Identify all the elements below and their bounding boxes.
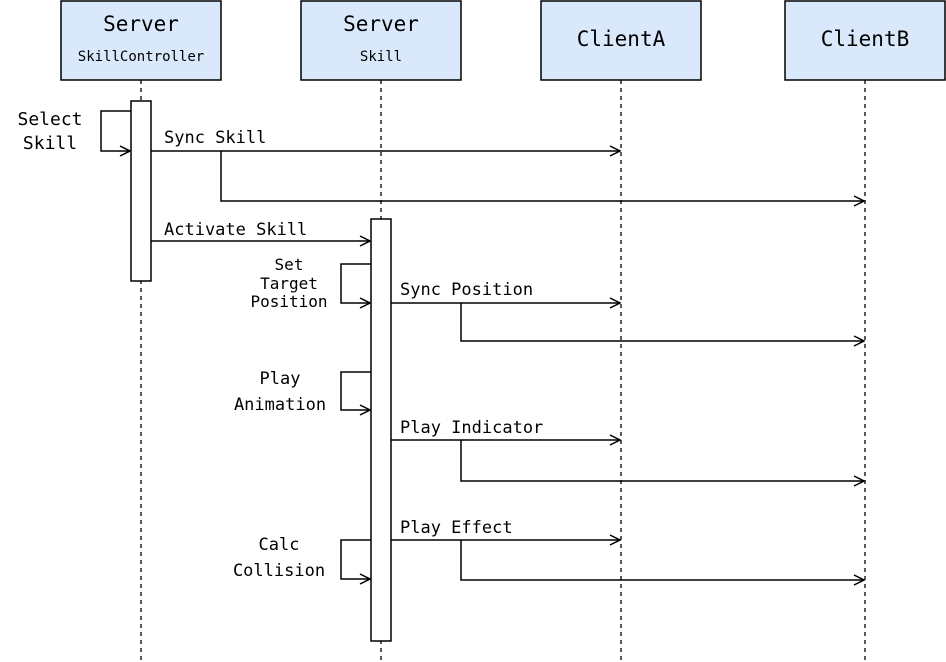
message-label: Play Effect: [400, 518, 513, 538]
message-label: Sync Skill: [164, 128, 266, 148]
self-message-arrow: [340, 539, 371, 579]
participant-title: ClientA: [577, 27, 666, 51]
message-label: Calc: [259, 535, 300, 555]
self-message-arrow: [340, 371, 371, 410]
arrow-to-clientb: [220, 151, 864, 201]
participant-clientb: ClientB: [784, 0, 946, 81]
participant-box: [540, 0, 702, 81]
message-label: Animation: [234, 395, 326, 415]
message-label: Position: [250, 292, 327, 311]
message-play-indicator: Play Indicator: [391, 418, 864, 481]
participant-box: [784, 0, 946, 81]
message-play-animation: Play Animation: [234, 369, 371, 415]
message-sync-position: Sync Position: [391, 280, 864, 341]
message-label: Select: [17, 109, 82, 130]
arrow-to-clientb: [460, 540, 864, 580]
message-activate-skill: Activate Skill: [151, 220, 370, 241]
participant-box: [300, 0, 462, 81]
participant-subtitle: Skill: [360, 49, 402, 65]
message-calc-collision: Calc Collision: [233, 535, 371, 581]
activation-bar-skill: [370, 218, 392, 642]
arrow-to-clientb: [460, 440, 864, 481]
message-label: Play: [260, 369, 301, 389]
message-play-effect: Play Effect: [391, 518, 864, 580]
message-set-target-position: Set Target Position: [250, 255, 371, 311]
message-label: Skill: [23, 133, 77, 154]
participant-server-skillcontroller: Server SkillController: [60, 0, 222, 81]
self-message-arrow: [340, 263, 371, 303]
message-label: Collision: [233, 561, 325, 581]
participant-subtitle: SkillController: [78, 49, 204, 65]
message-label: Sync Position: [400, 280, 533, 300]
message-label: Target: [260, 274, 318, 293]
participant-box: [60, 0, 222, 81]
participant-title: Server: [343, 12, 419, 36]
message-label: Set: [275, 255, 304, 274]
message-label: Play Indicator: [400, 418, 543, 438]
message-sync-skill: Sync Skill: [151, 128, 864, 201]
participant-title: Server: [103, 12, 179, 36]
activation-bar-skillcontroller: [130, 100, 152, 282]
message-select-skill: Select Skill: [17, 109, 131, 154]
participant-server-skill: Server Skill: [300, 0, 462, 81]
participant-clienta: ClientA: [540, 0, 702, 81]
participant-title: ClientB: [821, 27, 910, 51]
message-label: Activate Skill: [164, 220, 307, 240]
arrow-to-clientb: [460, 303, 864, 341]
self-message-arrow: [100, 110, 131, 151]
